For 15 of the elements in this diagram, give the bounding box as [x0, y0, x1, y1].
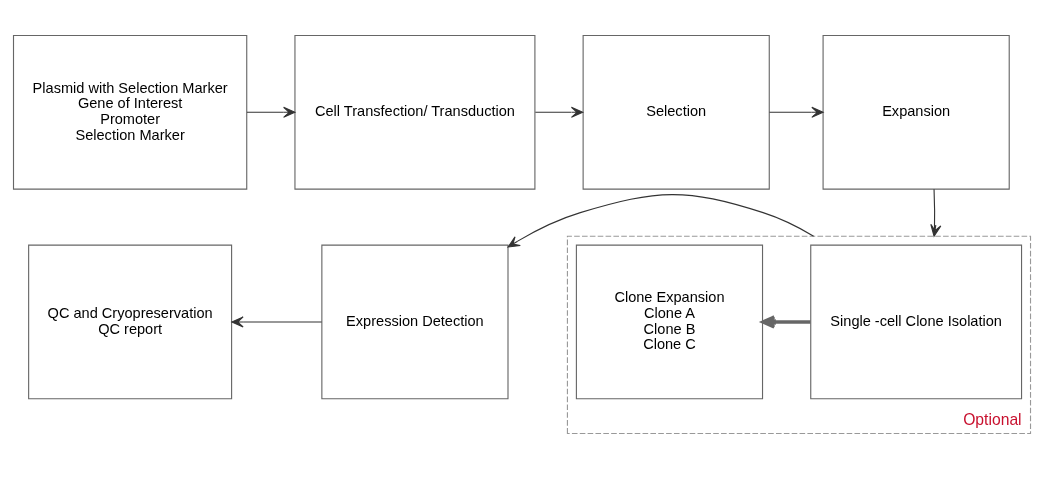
node-box: Expansion	[822, 34, 1010, 190]
node-box: Plasmid with Selection Marker Gene of Interest Promoter Selection Marker	[12, 34, 248, 190]
arrow	[534, 106, 584, 118]
arrow	[761, 314, 811, 329]
node-box: Single -cell Clone Isolation	[810, 244, 1023, 399]
node-box: Cell Transfection/ Transduction	[294, 34, 536, 190]
node-box: QC and Cryopreservation QC report	[28, 244, 233, 399]
arrow	[930, 188, 942, 237]
arrow	[768, 106, 824, 118]
arrow	[231, 315, 323, 328]
node-box: Expression Detection	[321, 244, 509, 399]
node-box: Selection	[582, 34, 770, 190]
arrow	[507, 193, 815, 248]
node-box: Clone Expansion Clone A Clone B Clone C	[575, 244, 764, 399]
arrow	[246, 106, 296, 118]
